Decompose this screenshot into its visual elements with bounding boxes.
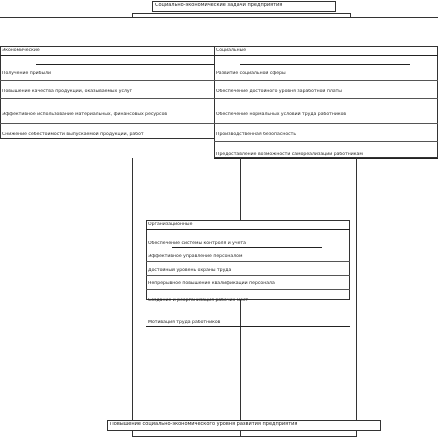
organizational-header: Организационные [148,222,193,227]
organizational-item-5-rule [146,326,350,327]
footer-text: Повышение социально-экономического уровн… [110,422,298,427]
organizational-panel [146,220,350,300]
social-item-0-rule [240,64,410,65]
organizational-item: Достойный уровень охраны труда [148,268,232,273]
organizational-item: Непрерывное повышение квалификации персо… [148,281,275,286]
bracket-right [350,13,351,18]
bracket-left [132,13,133,18]
top-rule [0,17,438,18]
organizational-item: Эффективное управление персоналом [148,254,243,259]
economic-item: Повышение качества продукции, оказываемы… [2,89,133,94]
social-divider [214,98,438,99]
social-divider [214,123,438,124]
economic-item: Эффективное использование материальных, … [2,112,168,117]
social-header-rule [214,55,438,56]
frame-right [356,158,357,436]
organizational-item-0-rule [172,247,322,248]
social-item-4-rule [214,158,438,159]
social-divider [214,141,438,142]
economic-header-rule [0,55,217,56]
organizational-divider [146,261,350,262]
social-item: Обеспечение достойного уровня заработной… [216,89,342,94]
organizational-item: Мотивация труда работников [148,320,221,325]
social-item: Предоставление возможности самореализаци… [216,152,363,157]
bracket-top [132,13,351,14]
economic-header: Экономические [2,48,40,53]
organizational-item: Создание и реорганизация рабочих мест [148,298,249,303]
organizational-header-rule [146,229,350,230]
organizational-item: Обеспечение системы контроля и учета [148,241,246,246]
social-item: Производственная безопасность [216,132,297,137]
economic-divider [0,98,217,99]
social-item: Развитие социальной сферы [216,71,286,76]
economic-item-0-rule [36,64,216,65]
economic-divider [0,123,217,124]
social-item: Обеспечение нормальных условий труда раб… [216,112,347,117]
social-stem [240,158,241,220]
diagram-title-box [152,1,336,12]
economic-item: Получение прибыли [2,71,52,76]
footer-box [107,420,381,431]
organizational-divider [146,275,350,276]
social-divider [214,80,438,81]
diagram-title: Социально-экономические задачи предприят… [155,3,283,8]
frame-left [132,158,133,436]
org-stem-bottom [240,300,241,436]
social-header: Социальные [216,48,247,53]
organizational-divider [146,289,350,290]
economic-divider [0,80,217,81]
economic-item: Снижение себестоимости выпускаемой проду… [2,132,144,137]
